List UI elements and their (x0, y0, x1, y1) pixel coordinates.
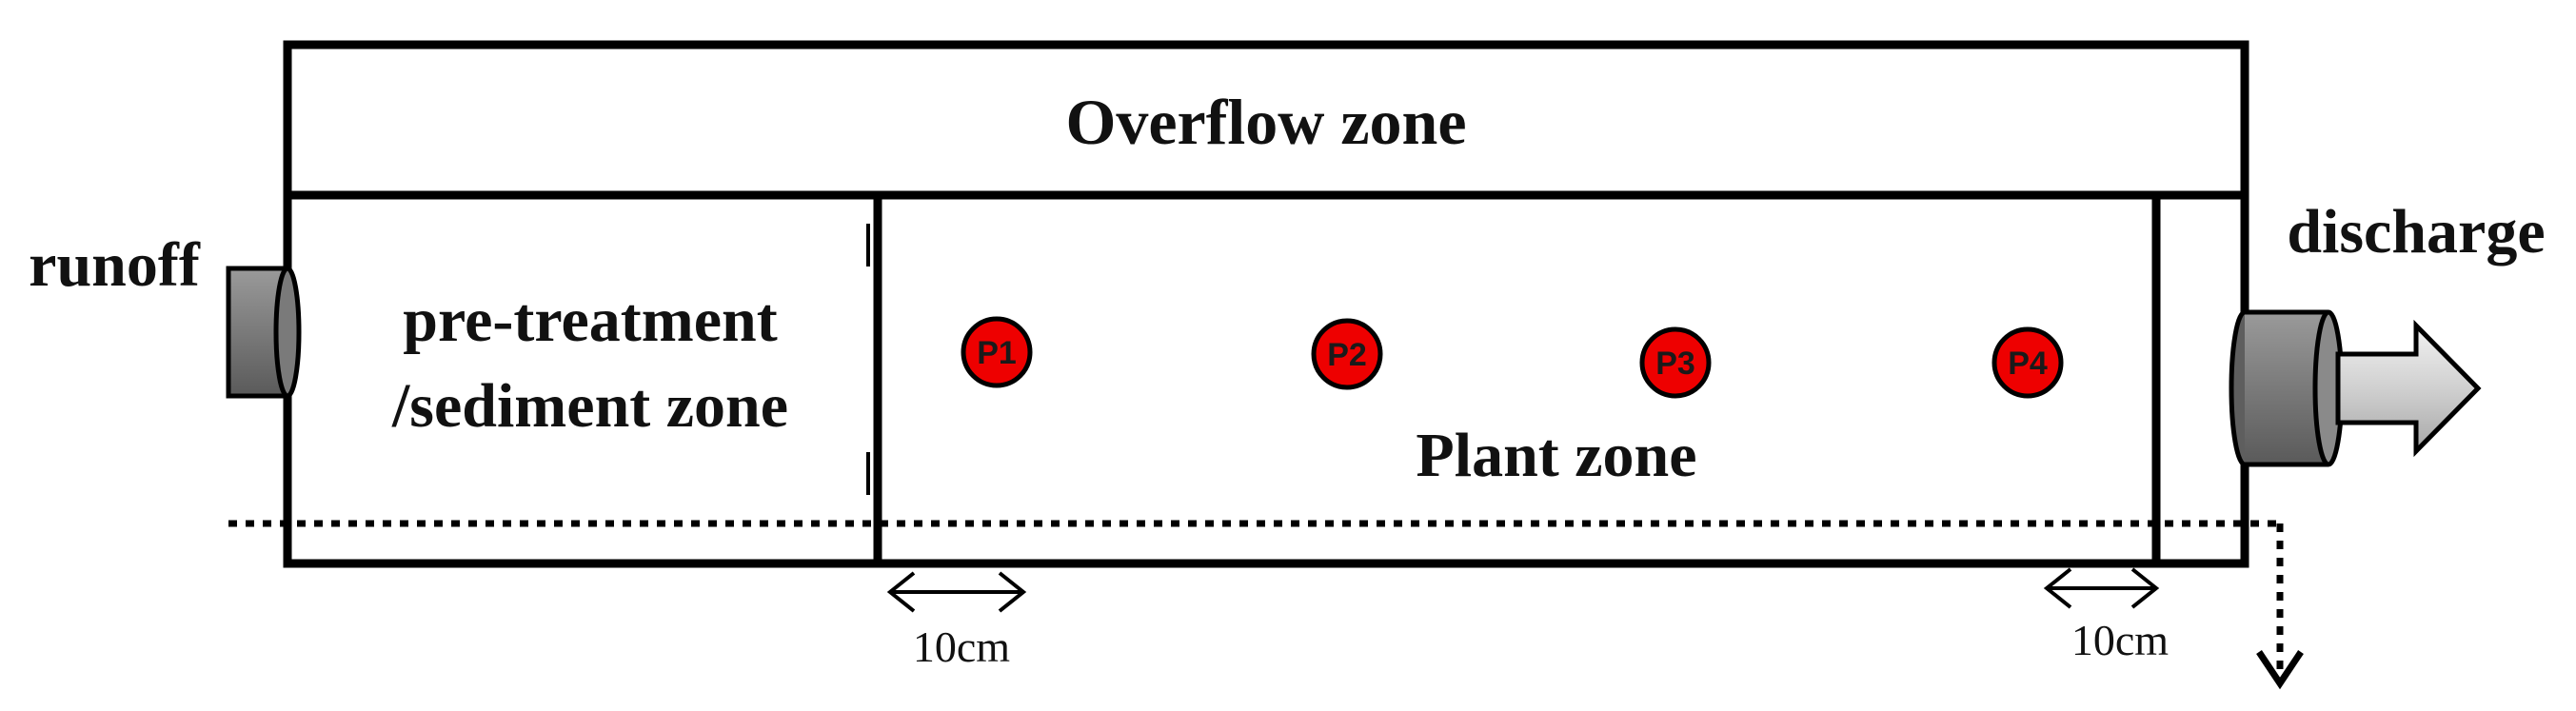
overflow-zone-label: Overflow zone (1065, 86, 1466, 158)
sampling-point-p1: P1 (961, 316, 1033, 388)
dimension-arrow-left (886, 571, 1027, 613)
sampling-point-p3: P3 (1639, 326, 1712, 399)
sampling-point-p2: P2 (1311, 318, 1383, 390)
point-label: P1 (977, 335, 1017, 371)
overflow-zone-box (283, 40, 2249, 200)
inlet-pipe (226, 266, 302, 399)
outlet-pipe (2229, 309, 2345, 467)
point-label: P3 (1655, 346, 1695, 382)
dimension-label-right: 10cm (2071, 616, 2169, 664)
pretreatment-label-line1: pre-treatment (403, 286, 777, 355)
runoff-label: runoff (29, 230, 201, 300)
main-box (283, 190, 2249, 568)
dimension-label-left: 10cm (913, 622, 1010, 671)
plant-zone-label: Plant zone (1416, 421, 1696, 490)
drain-arrowhead (2256, 650, 2304, 690)
discharge-arrow (2335, 319, 2482, 458)
pretreatment-label-line2: /sediment zone (391, 371, 788, 441)
point-label: P2 (1327, 337, 1367, 373)
sampling-point-p4: P4 (1991, 326, 2064, 399)
discharge-label: discharge (2287, 197, 2545, 267)
dimension-arrow-right (2043, 567, 2160, 609)
point-label: P4 (2008, 346, 2048, 382)
